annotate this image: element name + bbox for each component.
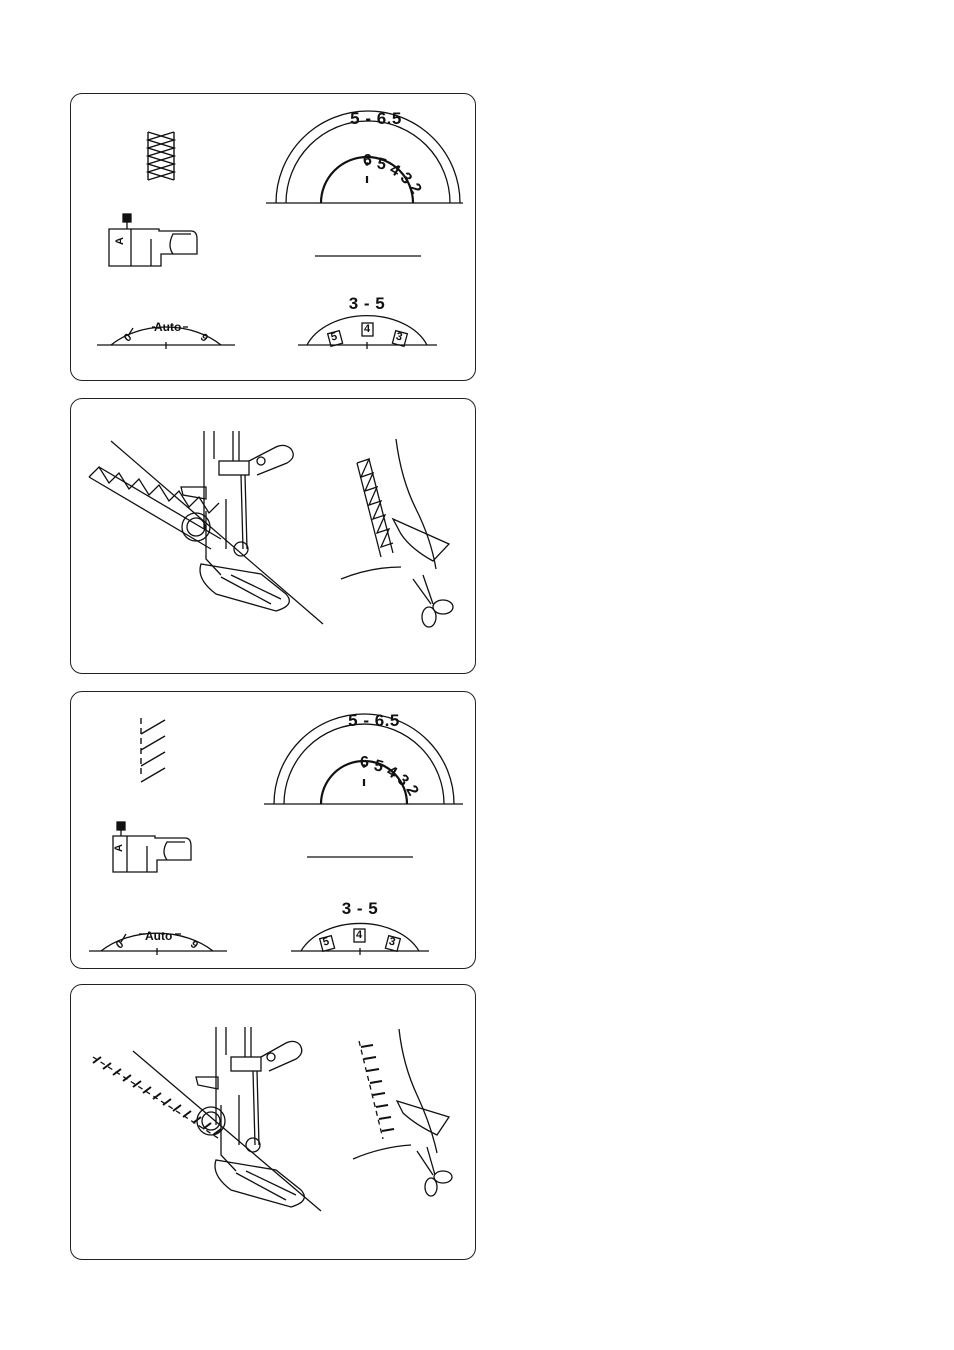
illustration-panel-slant-overedge: [70, 984, 476, 1260]
stitch-width-range: 5 - 6.5: [324, 711, 424, 731]
illustration-panel-multi-zigzag: [70, 398, 476, 674]
scissors-icon: [417, 1147, 452, 1196]
scale-6: 6: [360, 754, 369, 772]
fabric-edge: [111, 441, 323, 624]
settings-panel-multi-zigzag: 5 - 6.5 6 5 4 3 2 3 - 5 5 4 3 Auto 0 9 A: [70, 93, 476, 381]
settings-graphics: [71, 692, 476, 969]
slant-overedge-stitch-icon: [141, 718, 165, 782]
settings-panel-slant-overedge: 5 - 6.5 6 5 4 3 2 3 - 5 5 4 3 Auto 0 9 A: [70, 691, 476, 969]
multi-zigzag-stitch-icon: [148, 132, 174, 180]
presser-foot-assembly: [196, 1027, 304, 1207]
stitch-length-auto: Auto: [154, 320, 181, 334]
presser-foot-letter: A: [113, 844, 125, 852]
fabric-trimming-view: [341, 439, 449, 579]
presser-foot-letter: A: [114, 237, 126, 245]
sewn-slant-stitches: [93, 1057, 221, 1140]
stitch-length-auto: Auto: [145, 929, 172, 943]
tension-value-4: 4: [364, 323, 370, 335]
sewing-illustration: [71, 985, 476, 1260]
thread-tension-range: 3 - 5: [317, 294, 417, 314]
sewing-illustration: [71, 399, 476, 674]
scale-6: 6: [363, 152, 372, 170]
stitch-width-range: 5 - 6.5: [326, 109, 426, 129]
scissors-icon: [413, 575, 453, 627]
fabric-trimming-view: [353, 1029, 449, 1159]
thread-tension-range: 3 - 5: [310, 899, 410, 919]
tension-value-4: 4: [356, 929, 362, 941]
